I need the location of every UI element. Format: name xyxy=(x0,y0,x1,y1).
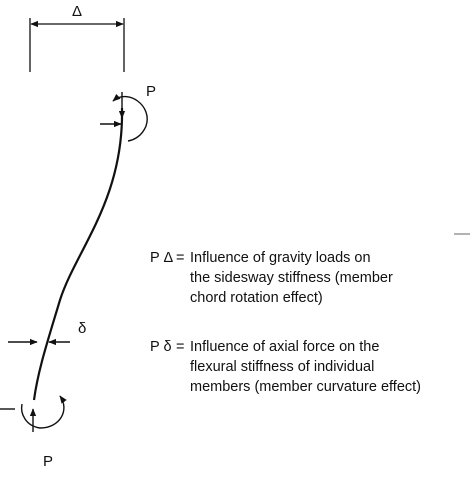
small-delta-label: δ xyxy=(78,320,86,337)
bottom-loads: P xyxy=(0,395,67,470)
p-small-delta-line-2: flexural stiffness of individual xyxy=(190,359,374,375)
p-top-label: P xyxy=(146,83,156,100)
p-small-delta-line-1: Influence of axial force on the xyxy=(190,339,379,355)
top-loads: P xyxy=(100,83,156,142)
small-delta-marker: δ xyxy=(8,320,86,346)
deflected-column xyxy=(32,107,124,401)
p-small-delta-line-3: members (member curvature effect) xyxy=(190,379,421,395)
legend-p-delta: P Δ = Influence of gravity loads on the … xyxy=(150,250,393,306)
p-delta-line-2: the sidesway stiffness (member xyxy=(190,270,393,286)
p-small-delta-symbol: P δ xyxy=(150,339,172,355)
top-moment-arrow xyxy=(112,93,148,142)
p-delta-line-3: chord rotation effect) xyxy=(190,290,323,306)
delta-top-label: Δ xyxy=(72,3,82,20)
delta-dimension: Δ xyxy=(29,3,125,72)
p-small-delta-equals: = xyxy=(176,339,184,355)
p-delta-line-1: Influence of gravity loads on xyxy=(190,250,371,266)
bottom-moment-arrow xyxy=(20,395,67,429)
p-delta-symbol: P Δ xyxy=(150,250,173,266)
p-delta-equals: = xyxy=(176,250,184,266)
p-bottom-label: P xyxy=(43,453,53,470)
legend-p-small-delta: P δ = Influence of axial force on the fl… xyxy=(150,339,421,395)
